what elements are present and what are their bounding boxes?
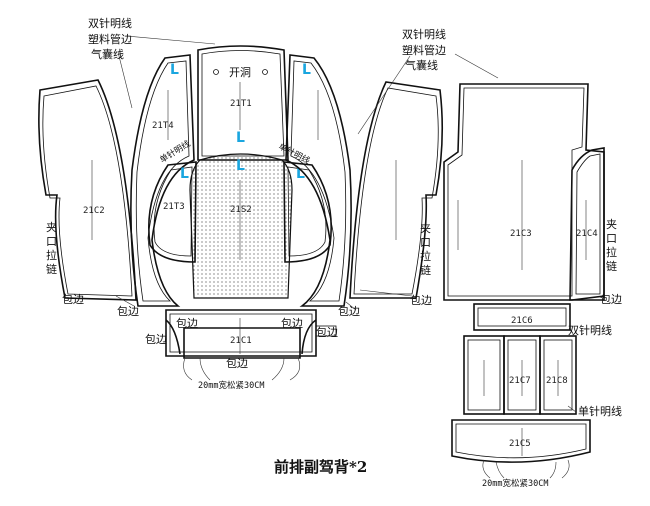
plastic-edge-label: 塑料管边 — [88, 32, 132, 46]
double-line-label: 双针明线 — [88, 16, 132, 30]
zipper-char: 口 — [420, 236, 431, 249]
code-21c4: 21C4 — [576, 229, 598, 239]
piece-21t4: 21T4 L — [130, 54, 195, 307]
piece-right-inner: L 单针明线 — [277, 141, 332, 263]
code-21c8: 21C8 — [546, 376, 568, 386]
elastic-label: 20mm宽松紧30CM — [482, 478, 548, 489]
piece-21t1: 开洞 21T1 L — [197, 45, 289, 161]
diagram-title: 前排副驾背*2 — [274, 458, 367, 476]
binding-label: 包边 — [62, 293, 84, 306]
l-mark: L — [236, 158, 245, 174]
zipper-char: 夹 — [606, 218, 617, 231]
double-line-label: 双针明线 — [568, 323, 612, 337]
l-mark: L — [296, 166, 305, 182]
code-21t1: 21T1 — [230, 99, 252, 109]
single-line-label: 单针明线 — [578, 404, 622, 418]
piece-21c4: 21C4 — [569, 147, 605, 301]
code-21c2: 21C2 — [83, 206, 105, 216]
binding-label: 包边 — [316, 326, 338, 339]
binding-label: 包边 — [176, 317, 198, 330]
code-21t3: 21T3 — [163, 202, 185, 212]
binding-labels: 包边 包边 包边 包边 包边 包边 包边 包边 包边 包边 — [62, 293, 622, 370]
zipper-char: 链 — [420, 263, 431, 277]
zipper-char: 链 — [606, 259, 617, 273]
piece-21s2: 21S2 L — [189, 153, 293, 299]
code-21c7: 21C7 — [509, 376, 531, 386]
zipper-char: 拉 — [420, 249, 431, 263]
l-mark: L — [170, 62, 179, 78]
zipper-char: 夹 — [46, 221, 57, 234]
zipper-char: 拉 — [606, 245, 617, 259]
piece-21c2: 21C2 — [38, 79, 137, 301]
elastic-label: 20mm宽松紧30CM — [198, 380, 264, 391]
l-mark: L — [236, 130, 245, 146]
binding-label: 包边 — [600, 293, 622, 306]
code-21t4: 21T4 — [152, 121, 174, 131]
code-21c3: 21C3 — [510, 229, 532, 239]
airbag-line-label: 气囊线 — [405, 58, 438, 72]
zipper-char: 链 — [46, 262, 57, 276]
zipper-char: 夹 — [420, 222, 431, 235]
l-mark: L — [302, 62, 311, 78]
code-21s2: 21S2 — [230, 205, 252, 215]
zipper-char: 拉 — [46, 248, 57, 262]
labels-left-top: 双针明线 塑料管边 气囊线 — [88, 16, 132, 61]
l-mark: L — [180, 166, 189, 182]
binding-label: 包边 — [338, 305, 360, 318]
code-21c5: 21C5 — [509, 439, 531, 449]
zipper-right-1: 夹 口 拉 链 — [420, 222, 431, 277]
binding-label: 包边 — [410, 294, 432, 307]
opening-label: 开洞 — [229, 66, 251, 79]
code-21c6: 21C6 — [511, 316, 533, 326]
labels-right-top: 双针明线 塑料管边 气囊线 — [402, 27, 446, 72]
binding-label: 包边 — [281, 317, 303, 330]
zipper-char: 口 — [606, 232, 617, 245]
piece-21c1: 21C1 — [165, 309, 337, 381]
piece-21c6: 21C6 — [473, 303, 571, 331]
code-21c1: 21C1 — [230, 336, 252, 346]
single-line-label: 单针明线 — [158, 138, 193, 166]
binding-label: 包边 — [117, 305, 139, 318]
zipper-char: 口 — [46, 235, 57, 248]
airbag-line-label: 气囊线 — [91, 47, 124, 61]
piece-right-panel — [349, 81, 444, 299]
piece-21c7: 21C7 — [463, 335, 541, 415]
zipper-left: 夹 口 拉 链 — [46, 221, 57, 276]
piece-right-strip: L — [285, 54, 352, 307]
binding-label: 包边 — [145, 333, 167, 346]
piece-21c3: 21C3 — [443, 83, 605, 301]
piece-21c5: 21C5 — [451, 419, 591, 479]
piece-21c8: 21C8 — [539, 335, 577, 415]
leader-lines — [115, 35, 577, 413]
plastic-edge-label: 塑料管边 — [402, 43, 446, 57]
double-line-label: 双针明线 — [402, 27, 446, 41]
zipper-right-2: 夹 口 拉 链 — [606, 218, 617, 273]
binding-label: 包边 — [226, 357, 248, 370]
